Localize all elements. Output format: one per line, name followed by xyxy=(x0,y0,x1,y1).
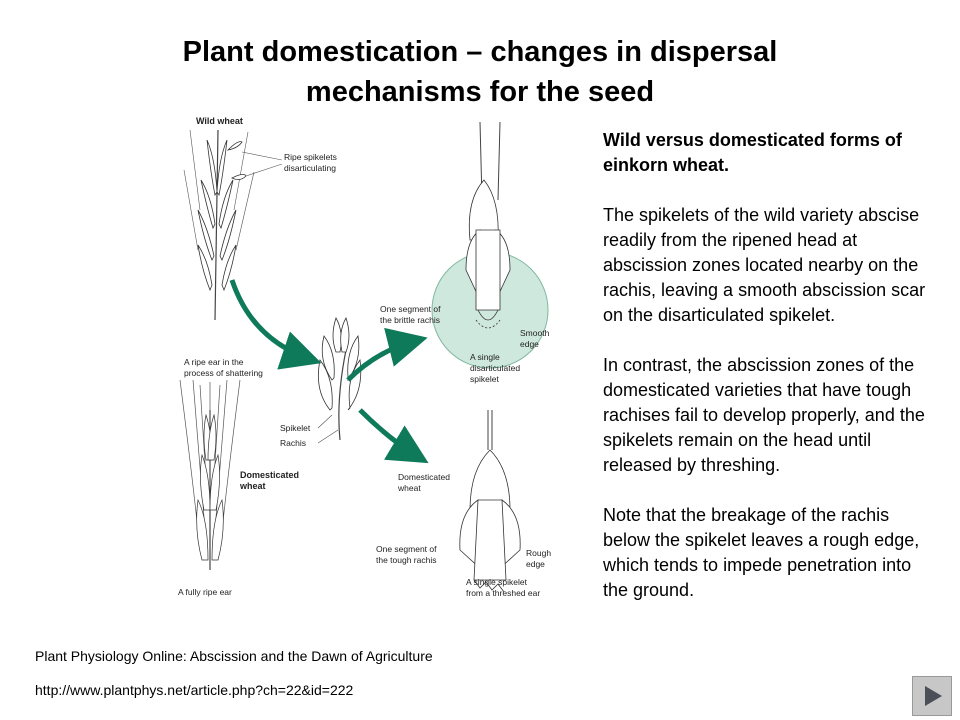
label-brittle-2: the brittle rachis xyxy=(380,315,440,325)
description-paragraph-3: Note that the breakage of the rachis bel… xyxy=(603,505,920,600)
arrow-to-domesticated-spikelet xyxy=(358,408,429,464)
label-single-thr-2: from a threshed ear xyxy=(466,588,540,598)
label-ripe-ear-2: process of shattering xyxy=(184,368,263,378)
label-single-thr-1: A single spikelet xyxy=(466,577,528,587)
arrow-to-wild-spikelet xyxy=(346,327,428,382)
label-domesticated: Domesticated xyxy=(240,470,299,480)
label-disarticulating: disarticulating xyxy=(284,163,336,173)
label-fully-ripe: A fully ripe ear xyxy=(178,587,232,597)
label-rachis: Rachis xyxy=(280,438,306,448)
domesticated-wheat-ear xyxy=(179,379,241,570)
label-smooth: Smooth xyxy=(520,328,550,338)
label-ripe-ear-1: A ripe ear in the xyxy=(184,357,244,367)
title-line-1: Plant domestication – changes in dispers… xyxy=(182,36,778,68)
description-paragraph-1: The spikelets of the wild variety abscis… xyxy=(603,205,926,325)
label-rough-edge: edge xyxy=(526,559,545,569)
label-rough: Rough xyxy=(526,548,551,558)
label-smooth-edge: edge xyxy=(520,339,539,349)
slide-title: Plant domestication – changes in dispers… xyxy=(60,32,900,112)
threshed-spikelet xyxy=(459,410,521,593)
next-slide-button[interactable] xyxy=(912,676,952,716)
description-panel: Wild versus domesticated forms of einkor… xyxy=(603,128,933,628)
description-paragraph-2: In contrast, the abscission zones of the… xyxy=(603,355,925,475)
label-brittle-1: One segment of xyxy=(380,304,441,314)
source-citation: Plant Physiology Online: Abscission and … xyxy=(35,648,433,664)
label-wild-wheat: Wild wheat xyxy=(196,116,243,126)
label-dom-mid-1: Domesticated xyxy=(398,472,450,482)
play-triangle-icon xyxy=(925,686,942,706)
wheat-diagram: Wild wheat Ripe spikelets disarticulatin… xyxy=(178,116,551,598)
arrow-to-detail xyxy=(229,279,322,370)
label-single-dis-1: A single xyxy=(470,352,500,362)
label-dom-mid-2: wheat xyxy=(397,483,421,493)
title-line-2: mechanisms for the seed xyxy=(305,76,655,108)
label-tough-1: One segment of xyxy=(376,544,437,554)
middle-rachis-detail xyxy=(317,317,362,441)
label-ripe-spikelets: Ripe spikelets xyxy=(284,152,337,162)
disarticulated-spikelet xyxy=(465,121,511,329)
label-wheat: wheat xyxy=(239,481,266,491)
label-spikelet: Spikelet xyxy=(280,423,311,433)
label-single-dis-2: disarticulated xyxy=(470,363,520,373)
label-single-dis-3: spikelet xyxy=(470,374,499,384)
description-heading: Wild versus domesticated forms of einkor… xyxy=(603,130,902,175)
wild-wheat-ear xyxy=(183,129,255,321)
label-tough-2: the tough rachis xyxy=(376,555,436,565)
source-url[interactable]: http://www.plantphys.net/article.php?ch=… xyxy=(35,682,354,698)
